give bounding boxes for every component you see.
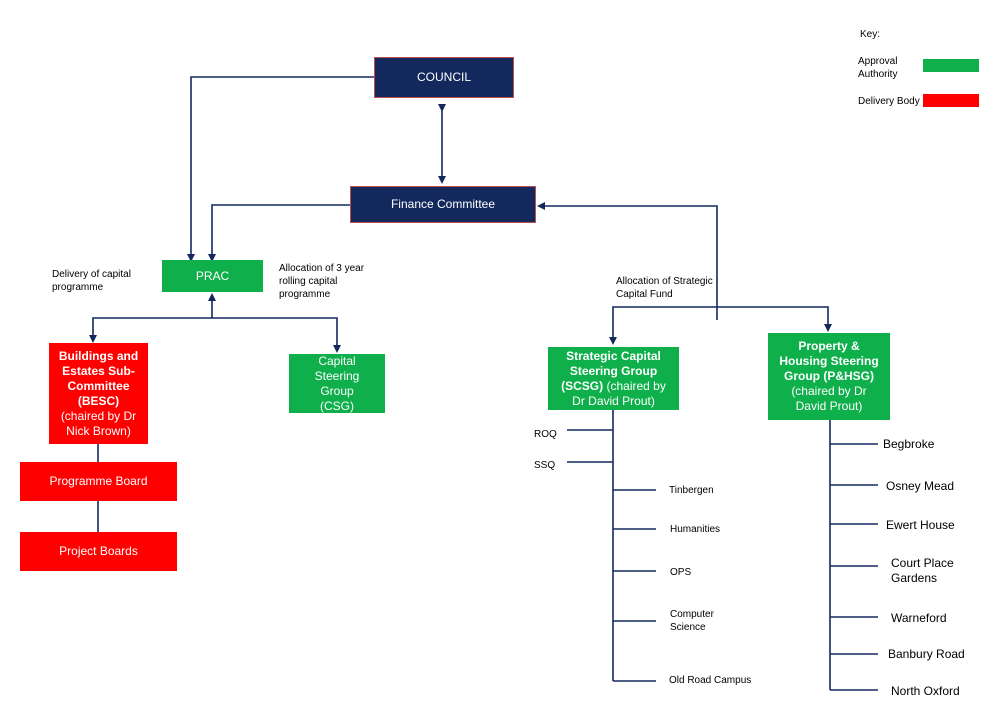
project-boards-box: Project Boards — [20, 532, 177, 571]
phsg-box: Property & Housing Steering Group (P&HSG… — [768, 333, 890, 420]
phsg-item: Banbury Road — [888, 647, 965, 661]
scsg-right-item: Computer Science — [670, 609, 714, 633]
prac-to-besc-arrow — [89, 317, 212, 343]
scsg-right-item: Humanities — [670, 524, 721, 535]
programme-board-label: Programme Board — [49, 474, 148, 488]
scsg-right-item: OPS — [670, 567, 692, 578]
phsg-item: Warneford — [891, 611, 947, 625]
council-label: COUNCIL — [416, 70, 471, 84]
besc-name: Buildings and Estates Sub-Committee (BES… — [58, 348, 139, 408]
phsg-item: North Oxford — [891, 684, 960, 698]
phsg-item: Court Place Gardens — [891, 556, 954, 585]
programme-board-box: Programme Board — [20, 462, 177, 501]
csg-box: Capital Steering Group (CSG) — [289, 354, 385, 413]
key-title: Key: — [860, 29, 881, 40]
prac-box: PRAC — [162, 260, 263, 292]
csg-label: Capital Steering Group (CSG) — [314, 353, 360, 413]
key-approval-label: Approval Authority — [858, 56, 898, 80]
finance-committee-box: Finance Committee — [350, 186, 536, 223]
council-box: COUNCIL — [374, 57, 514, 98]
prac-to-csg-arrow — [212, 317, 341, 353]
phsg-chair: (chaired by Dr David Prout) — [791, 384, 867, 413]
besc-box: Buildings and Estates Sub-Committee (BES… — [49, 343, 148, 444]
phsg-item: Osney Mead — [886, 479, 955, 493]
council-to-prac-arrow — [187, 76, 374, 262]
scsg-right-item: Old Road Campus — [669, 675, 752, 686]
finance-committee-label: Finance Committee — [390, 197, 496, 211]
phsg-item: Ewert House — [886, 518, 955, 532]
scsg-left-item: ROQ — [534, 429, 557, 440]
branch-to-scsg-arrow — [609, 306, 717, 345]
scsg-right-item: Tinbergen — [669, 485, 714, 496]
phsg-item: Begbroke — [883, 437, 935, 451]
prac-label: PRAC — [195, 268, 230, 283]
scsg-left-item: SSQ — [534, 460, 556, 471]
key-delivery-swatch — [923, 94, 979, 107]
key-approval-swatch — [923, 59, 979, 72]
allocation-3yr-annotation: Allocation of 3 year rolling capital pro… — [279, 263, 365, 300]
scsg-box: Strategic Capital Steering Group (SCSG) … — [548, 347, 679, 410]
besc-chair: (chaired by Dr Nick Brown) — [60, 408, 137, 438]
scsg-chair: (chaired by Dr David Prout) — [572, 378, 666, 408]
scsg-name: Strategic Capital Steering Group (SCSG) — [561, 348, 661, 393]
branch-to-phsg-arrow — [717, 306, 832, 332]
project-boards-label: Project Boards — [59, 544, 138, 558]
strategic-to-finance-arrow — [537, 202, 718, 320]
phsg-name: Property & Housing Steering Group (P&HSG… — [779, 339, 879, 383]
finance-to-prac-arrow — [208, 204, 350, 262]
allocation-strategic-annotation: Allocation of Strategic Capital Fund — [616, 276, 713, 300]
delivery-annotation: Delivery of capital programme — [52, 269, 131, 293]
key-delivery-label: Delivery Body — [858, 96, 920, 107]
